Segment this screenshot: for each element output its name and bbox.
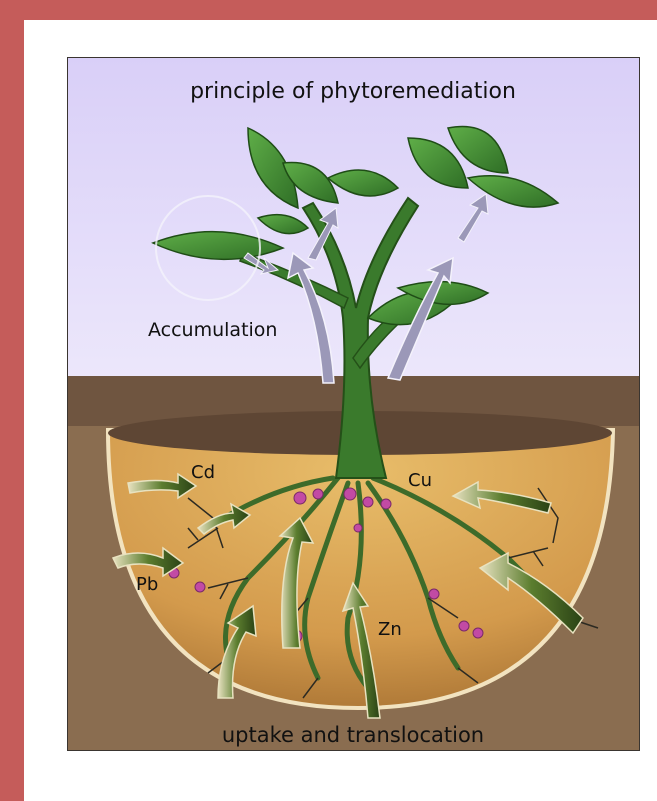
label-cd: Cd — [191, 462, 215, 483]
phytoremediation-illustration: principle of phytoremediation Accumulati… — [68, 58, 639, 750]
frame-border-top — [0, 0, 657, 20]
frame-border-left — [0, 0, 24, 801]
diagram-title: principle of phytoremediation — [190, 79, 516, 104]
diagram-panel: principle of phytoremediation Accumulati… — [67, 57, 640, 751]
label-zn: Zn — [378, 619, 402, 640]
label-cu: Cu — [408, 470, 432, 491]
label-accumulation: Accumulation — [148, 319, 277, 341]
label-pb: Pb — [136, 574, 158, 595]
label-uptake: uptake and translocation — [222, 723, 484, 747]
